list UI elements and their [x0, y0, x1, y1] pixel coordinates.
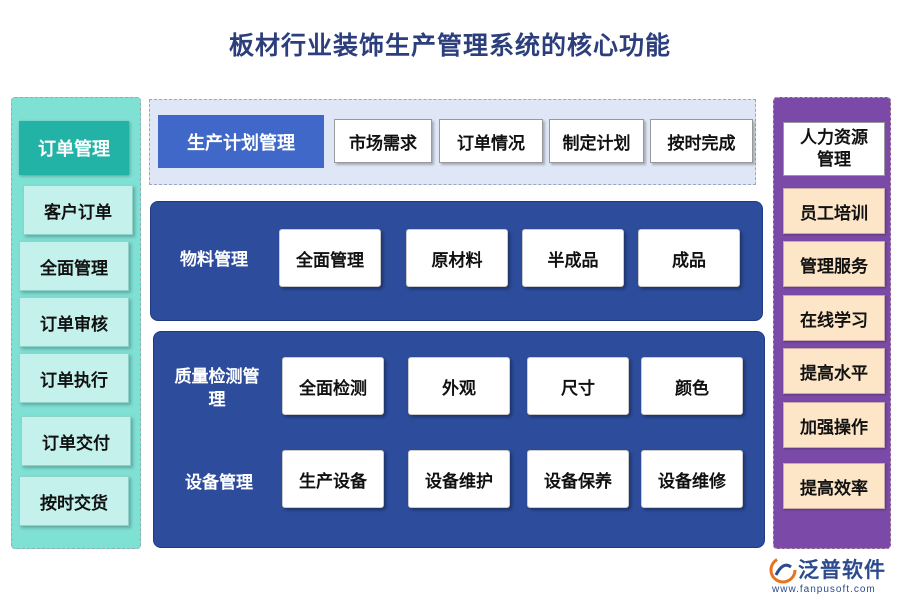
quality-management-title: 质量检测管理 [174, 367, 260, 410]
hr-item-strengthen-operation: 加强操作 [783, 402, 885, 448]
plan-item-complete-on-time: 按时完成 [650, 119, 753, 163]
quality-item-size: 尺寸 [527, 357, 629, 415]
hr-item-online-learning: 在线学习 [783, 295, 885, 341]
order-item-order-delivery: 订单交付 [21, 416, 131, 466]
plan-item-market-demand: 市场需求 [334, 119, 432, 163]
material-item-finished: 成品 [638, 229, 740, 287]
equipment-management-title: 设备管理 [185, 473, 253, 493]
material-item-raw-material: 原材料 [406, 229, 508, 287]
hr-management-title-text: 人力资源管理 [800, 128, 868, 170]
equipment-item-upkeep: 设备保养 [527, 450, 629, 508]
fanpu-logo: 泛普软件 www.fanpusoft.com [768, 552, 896, 598]
material-management-title: 物料管理 [180, 250, 248, 270]
material-item-semi-finished: 半成品 [522, 229, 624, 287]
material-item-full-management: 全面管理 [279, 229, 381, 287]
logo-url: www.fanpusoft.com [772, 584, 876, 595]
hr-management-title: 人力资源管理 [783, 122, 885, 176]
hr-item-staff-training: 员工培训 [783, 188, 885, 234]
hr-item-improve-level: 提高水平 [783, 348, 885, 394]
order-item-order-execution: 订单执行 [19, 353, 129, 403]
order-item-on-time-delivery: 按时交货 [19, 476, 129, 526]
logo-swirl-icon [769, 556, 797, 584]
logo-name: 泛普软件 [798, 558, 886, 582]
hr-item-improve-efficiency: 提高效率 [783, 463, 885, 509]
hr-item-management-service: 管理服务 [783, 241, 885, 287]
quality-item-color: 颜色 [641, 357, 743, 415]
production-plan-title: 生产计划管理 [158, 115, 324, 168]
plan-item-make-plan: 制定计划 [549, 119, 644, 163]
equipment-item-maintenance: 设备维护 [408, 450, 510, 508]
order-management-title: 订单管理 [19, 121, 129, 175]
quality-item-full-inspection: 全面检测 [282, 357, 384, 415]
order-item-customer-order: 客户订单 [23, 185, 133, 235]
equipment-item-production-equipment: 生产设备 [282, 450, 384, 508]
equipment-item-repair: 设备维修 [641, 450, 743, 508]
order-item-full-management: 全面管理 [19, 241, 129, 291]
page-title: 板材行业装饰生产管理系统的核心功能 [228, 31, 671, 60]
order-item-order-review: 订单审核 [19, 297, 129, 347]
plan-item-order-status: 订单情况 [439, 119, 543, 163]
quality-item-appearance: 外观 [408, 357, 510, 415]
